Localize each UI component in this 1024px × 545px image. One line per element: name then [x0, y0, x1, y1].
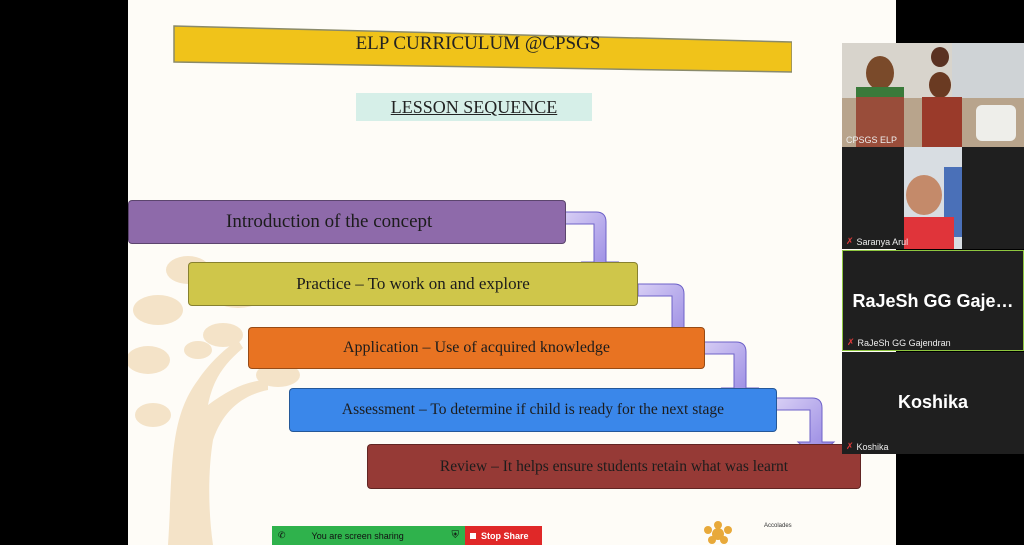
- step-label: Practice – To work on and explore: [296, 274, 530, 293]
- step-practice: Practice – To work on and explore: [188, 262, 638, 306]
- participant-video: [842, 43, 1024, 147]
- muted-mic-icon: ✗: [846, 236, 854, 246]
- participant-video: [842, 147, 1024, 249]
- step-introduction: Introduction of the concept: [128, 200, 566, 244]
- participant-tile-rajesh[interactable]: RaJeSh GG Gaje… ✗ RaJeSh GG Gajendran: [842, 250, 1024, 351]
- participant-tile-koshika[interactable]: Koshika ✗ Koshika: [842, 352, 1024, 454]
- step-label: Introduction of the concept: [226, 211, 433, 232]
- stop-share-label: Stop Share: [481, 530, 529, 541]
- step-application: Application – Use of acquired knowledge: [248, 327, 705, 369]
- shared-slide: ELP CURRICULUM @CPSGS LESSON SEQUENCE In…: [128, 0, 896, 545]
- slide-title: ELP CURRICULUM @CPSGS: [355, 33, 601, 54]
- screen-sharing-bar: ✆ You are screen sharing ⛨: [272, 526, 465, 545]
- shield-icon: ⛨: [451, 530, 460, 541]
- school-logo-icon: [704, 521, 732, 544]
- participant-display-name: Koshika: [897, 392, 969, 412]
- participant-display-name: RaJeSh GG Gaje…: [852, 291, 1014, 311]
- participant-name: ✗ RaJeSh GG Gajendran: [847, 337, 951, 348]
- step-label: Application – Use of acquired knowledge: [342, 339, 611, 356]
- step-label: Review – It helps ensure students retain…: [439, 457, 789, 475]
- arrow-4: [775, 397, 836, 459]
- muted-mic-icon: ✗: [846, 441, 854, 451]
- step-assessment: Assessment – To determine if child is re…: [289, 388, 777, 432]
- muted-mic-icon: ✗: [847, 337, 855, 347]
- slide-subtitle: LESSON SEQUENCE: [356, 93, 592, 121]
- participant-tile-cpsgs[interactable]: CPSGS ELP: [842, 43, 1024, 147]
- phone-icon: ✆: [278, 530, 286, 540]
- participant-name: CPSGS ELP: [846, 135, 898, 145]
- stop-icon: [470, 532, 476, 539]
- participant-name: ✗ Saranya Arul: [846, 236, 909, 247]
- sharing-status: You are screen sharing: [311, 530, 404, 541]
- accolades-label: Accolades: [764, 523, 792, 529]
- participant-tile-saranya[interactable]: ✗ Saranya Arul: [842, 147, 1024, 249]
- title-banner: [173, 25, 792, 73]
- participant-name: ✗ Koshika: [846, 441, 889, 452]
- step-review: Review – It helps ensure students retain…: [367, 444, 861, 489]
- stop-share-button[interactable]: Stop Share: [465, 526, 542, 545]
- step-label: Assessment – To determine if child is re…: [341, 401, 725, 418]
